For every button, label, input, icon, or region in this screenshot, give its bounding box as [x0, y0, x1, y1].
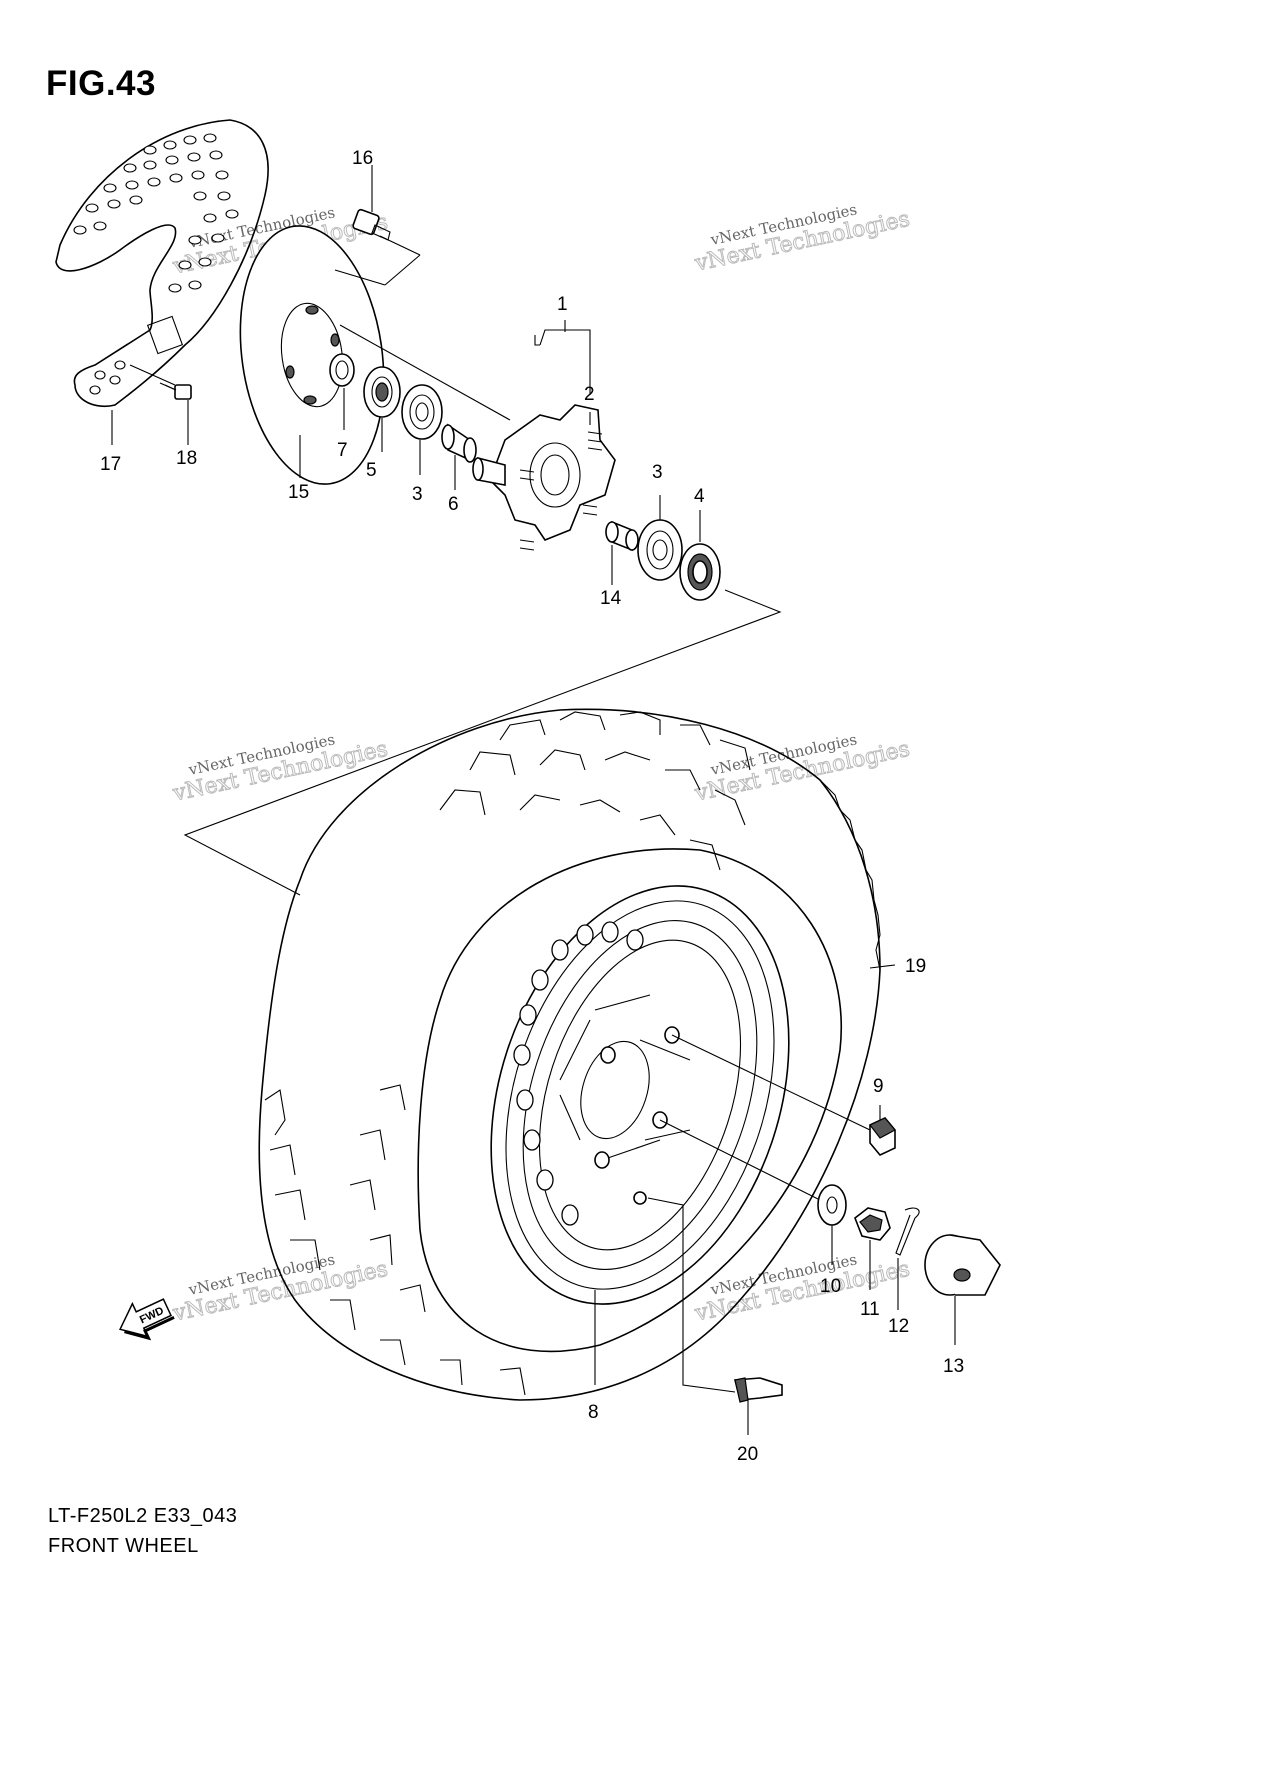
- callout-12: 12: [888, 1316, 909, 1337]
- bolt-part-16: [334, 208, 421, 286]
- callout-2: 2: [584, 384, 595, 405]
- bolt-part-18: [159, 382, 192, 400]
- bearing-part-3-right: [637, 519, 683, 581]
- callout-18: 18: [176, 448, 197, 469]
- callout-labels: 1 2 3 3 4 5 6 7 8 9 10 11 12 13 14 15 16…: [100, 148, 964, 1465]
- callout-11: 11: [860, 1299, 880, 1320]
- callout-10: 10: [820, 1276, 841, 1297]
- callout-1: 1: [557, 294, 568, 315]
- washer-part-10: [817, 1184, 847, 1226]
- callout-17: 17: [100, 454, 121, 475]
- rim-holes: [513, 921, 644, 1226]
- callout-6: 6: [448, 494, 459, 515]
- watermark: vNext Technologies vNext Technologies: [692, 200, 913, 277]
- seal-part-4: [679, 543, 721, 601]
- cotter-pin-part-12: [895, 1207, 920, 1256]
- callout-3: 3: [652, 462, 663, 483]
- assembly-axis-line: [339, 324, 511, 421]
- callout-13: 13: [943, 1356, 964, 1377]
- guard-vent-holes: [73, 133, 239, 395]
- spacer-part-6: [441, 423, 477, 463]
- callout-4: 4: [694, 486, 705, 507]
- hub-cap-part-13: [924, 1234, 1001, 1296]
- castle-nut-part-11: [854, 1207, 891, 1241]
- hub-studs-part-2: [519, 431, 603, 551]
- nut-part-9: [869, 1117, 896, 1156]
- watermark: vNext Technologies vNext Technologies: [170, 1250, 391, 1327]
- tire-part-19: [258, 708, 881, 1401]
- callout-16: 16: [352, 148, 373, 169]
- wheel-hub-part-1: [472, 404, 616, 551]
- bearing-part-3-left: [401, 384, 443, 440]
- fwd-arrow: FWD: [118, 1298, 175, 1341]
- figure-title: FIG.43: [46, 64, 156, 103]
- rim-part-8: [490, 885, 790, 1305]
- watermark: vNext Technologies vNext Technologies: [170, 730, 391, 807]
- callout-leaders: [111, 165, 956, 1435]
- callout-9: 9: [873, 1076, 884, 1097]
- fastener-leaders: [647, 1034, 871, 1393]
- valve-part-20: [733, 1377, 783, 1403]
- callout-5: 5: [366, 460, 377, 481]
- callout-7: 7: [337, 440, 348, 461]
- callout-19: 19: [905, 956, 926, 977]
- disc-guard-part-17: [55, 119, 269, 407]
- callout-15: 15: [288, 482, 309, 503]
- spacer-part-14: [605, 520, 639, 552]
- callout-8: 8: [588, 1402, 599, 1423]
- callout-20: 20: [737, 1444, 758, 1465]
- brake-disc-part-15: [239, 225, 385, 485]
- callout-3: 3: [412, 484, 423, 505]
- callout-14: 14: [600, 588, 622, 609]
- connector-lines: [183, 589, 782, 896]
- bearing-part-5: [363, 366, 401, 418]
- seal-part-7: [329, 353, 355, 387]
- model-code: LT-F250L2 E33_043: [48, 1505, 238, 1527]
- section-name: FRONT WHEEL: [48, 1535, 199, 1557]
